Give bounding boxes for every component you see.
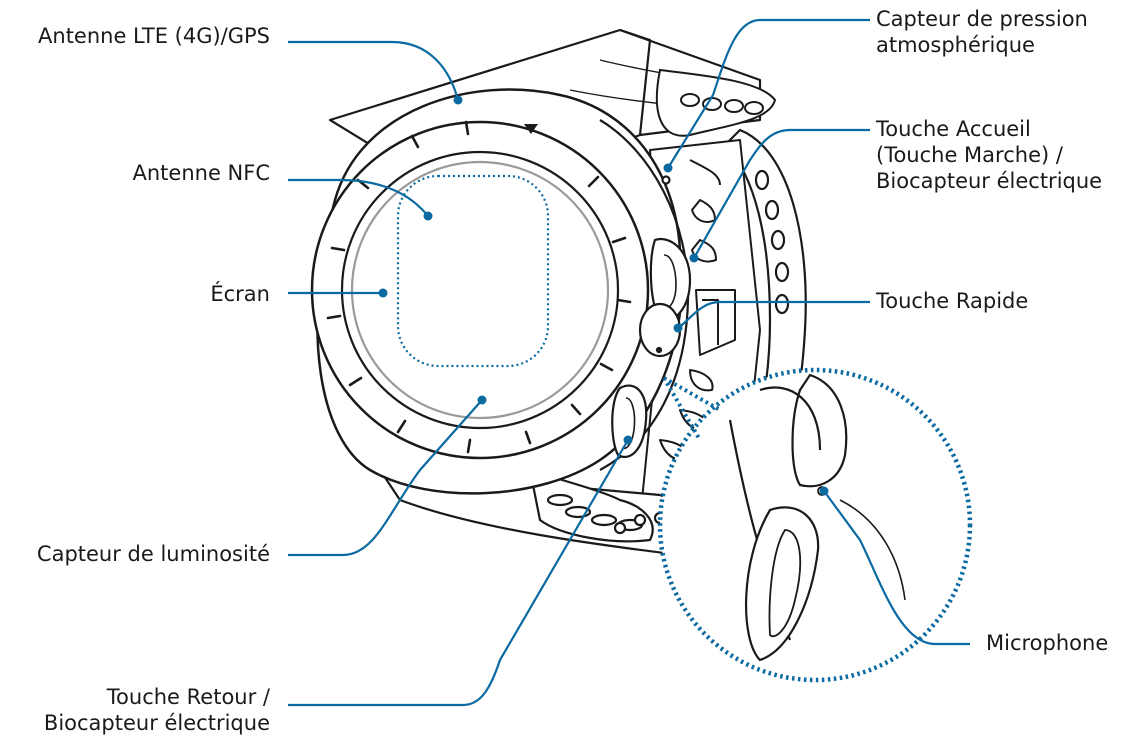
label-lte-gps-antenna: Antenne LTE (4G)/GPS <box>38 24 270 48</box>
leader-quick <box>677 300 870 329</box>
label-microphone: Microphone <box>986 631 1109 655</box>
label-home-line3: Biocapteur électrique <box>876 169 1103 193</box>
label-back-key: Touche Retour / Biocapteur électrique <box>0 684 270 736</box>
bezel-ticks <box>326 120 632 454</box>
label-light-sensor: Capteur de luminosité <box>36 542 270 566</box>
label-nfc-antenna: Antenne NFC <box>132 161 271 185</box>
label-home-line1: Touche Accueil <box>876 117 1031 141</box>
label-home-line2: (Touche Marche) / <box>876 143 1063 167</box>
leader-light-sensor <box>288 399 483 557</box>
microphone-zoom <box>657 367 973 683</box>
leader-back-key <box>288 439 629 707</box>
side-buttons <box>611 175 692 458</box>
leader-microphone <box>823 490 970 646</box>
label-pressure-line2: atmosphérique <box>876 33 1035 57</box>
zoom-connectors <box>662 376 721 442</box>
label-back-key-line1: Touche Retour / <box>106 685 270 709</box>
label-back-key-line2: Biocapteur électrique <box>43 711 270 735</box>
leader-home <box>693 128 870 259</box>
leader-lte-gps <box>288 40 460 101</box>
nfc-antenna-outline <box>396 174 550 368</box>
leader-nfc <box>288 178 429 217</box>
label-screen: Écran <box>210 282 270 306</box>
label-quick-key: Touche Rapide <box>876 289 1029 313</box>
leader-lines <box>288 18 970 707</box>
bezel-marker-icon <box>524 124 538 134</box>
leader-dots <box>378 95 829 496</box>
label-pressure-sensor: Capteur de pression atmosphérique <box>876 6 1088 58</box>
strap-holes-top <box>655 68 777 137</box>
label-pressure-line1: Capteur de pression <box>876 7 1088 31</box>
leader-pressure <box>667 18 870 169</box>
label-home-key: Touche Accueil (Touche Marche) / Biocapt… <box>876 116 1102 194</box>
